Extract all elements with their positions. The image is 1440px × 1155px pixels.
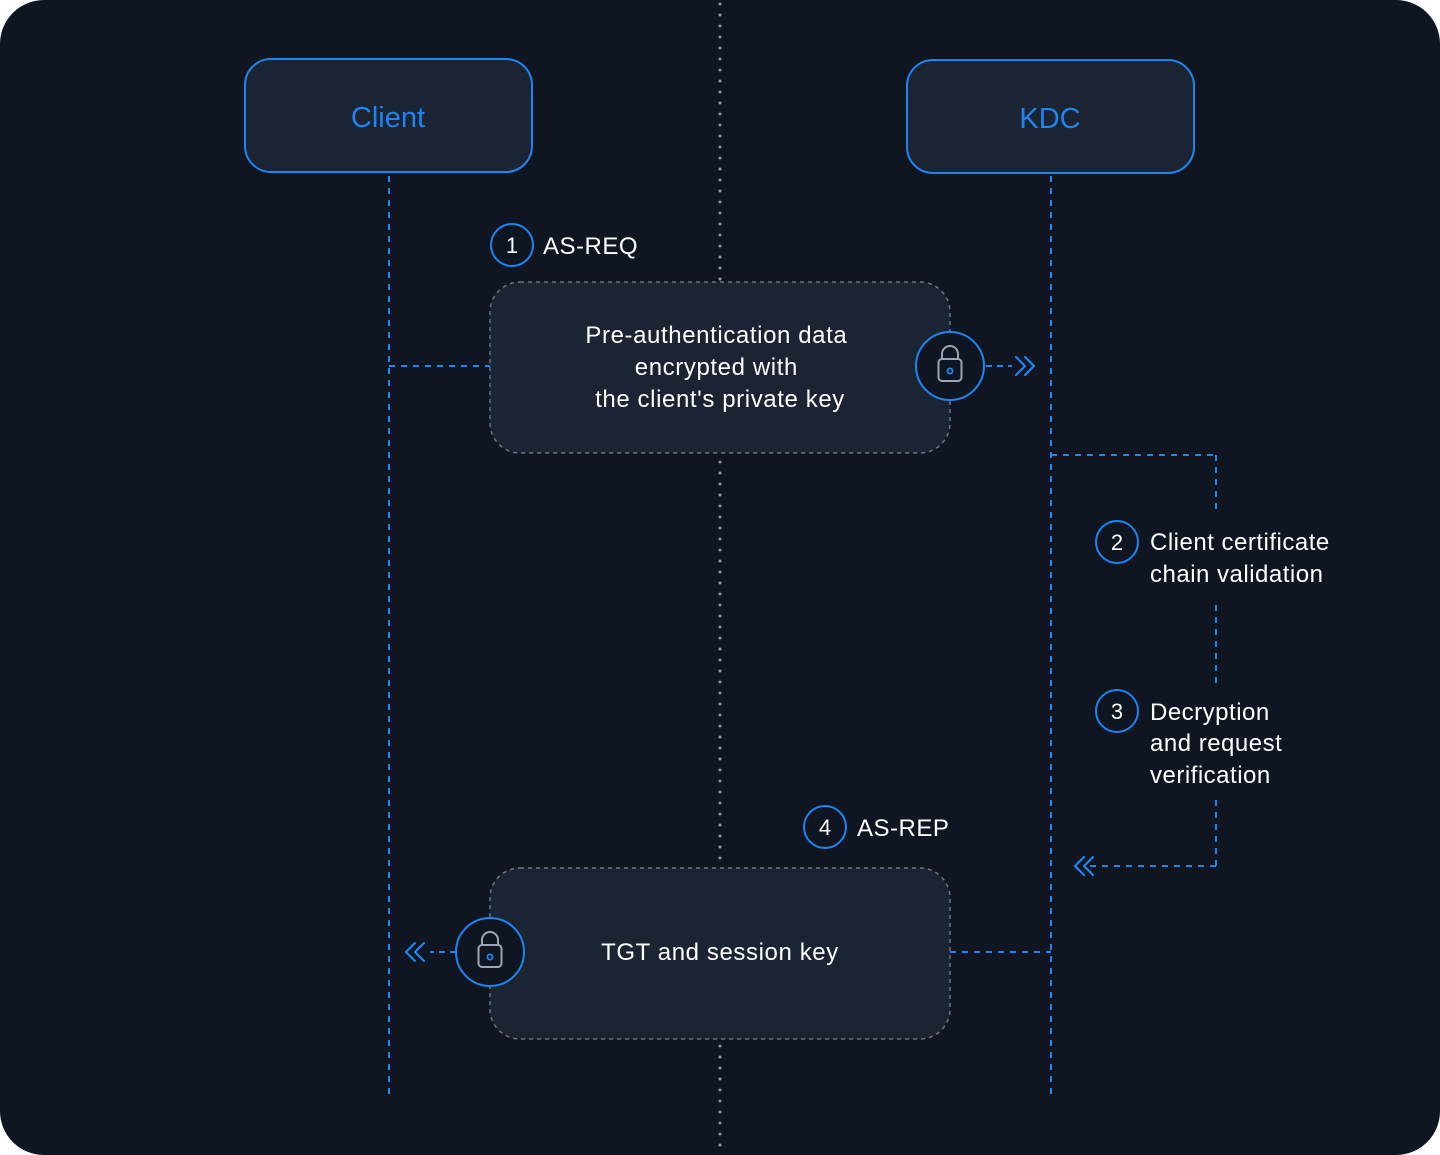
step-3: 3 Decryption and request verification <box>1095 689 1289 789</box>
request-message: Pre-authentication data encrypted with t… <box>389 281 1036 454</box>
actor-kdc: KDC <box>906 59 1195 174</box>
reply-arrowhead-icon <box>404 941 426 963</box>
step-2-badge <box>1095 520 1139 564</box>
step-2-title-line-2: chain validation <box>1150 561 1323 588</box>
step-4-badge <box>803 805 847 849</box>
kdc-processing-loop <box>1051 454 1217 867</box>
step-3-badge <box>1095 689 1139 733</box>
reply-text: TGT and session key <box>601 939 839 966</box>
reply-message: TGT and session key <box>404 867 1051 1040</box>
request-box <box>489 281 951 454</box>
step-4-title: AS-REP <box>857 815 949 842</box>
step-3-title-line-2: and request <box>1150 730 1282 757</box>
actor-client: Client <box>244 58 533 173</box>
step-2: 2 Client certificate chain validation <box>1095 520 1337 588</box>
step-3-title-line-1: Decryption <box>1150 699 1270 726</box>
kdc-return-arrowhead-icon <box>1073 855 1095 877</box>
actor-kdc-label: KDC <box>1019 103 1080 135</box>
step-3-title: Decryption and request verification <box>1150 699 1289 789</box>
request-text-line-2: encrypted with <box>635 354 798 381</box>
request-arrowhead-icon <box>1014 355 1036 377</box>
step-1: 1 AS-REQ <box>490 223 638 267</box>
step-2-title: Client certificate chain validation <box>1150 529 1337 588</box>
step-1-badge <box>490 223 534 267</box>
reply-lock-icon <box>455 917 525 987</box>
step-1-number: 1 <box>506 233 518 258</box>
step-2-title-line-1: Client certificate <box>1150 529 1330 556</box>
request-text: Pre-authentication data encrypted with t… <box>585 322 854 413</box>
step-2-number: 2 <box>1111 530 1123 555</box>
request-text-line-1: Pre-authentication data <box>585 322 847 349</box>
actor-kdc-box <box>906 59 1195 174</box>
request-lock-icon <box>915 331 985 401</box>
step-3-title-line-3: verification <box>1150 762 1271 789</box>
step-3-number: 3 <box>1111 699 1123 724</box>
lifelines <box>388 176 1052 1100</box>
step-4-number: 4 <box>819 815 831 840</box>
request-text-line-3: the client's private key <box>595 386 845 413</box>
actor-client-label: Client <box>351 102 425 134</box>
actor-client-box <box>244 58 533 173</box>
step-1-title: AS-REQ <box>543 233 638 260</box>
step-4: 4 AS-REP <box>803 805 949 849</box>
